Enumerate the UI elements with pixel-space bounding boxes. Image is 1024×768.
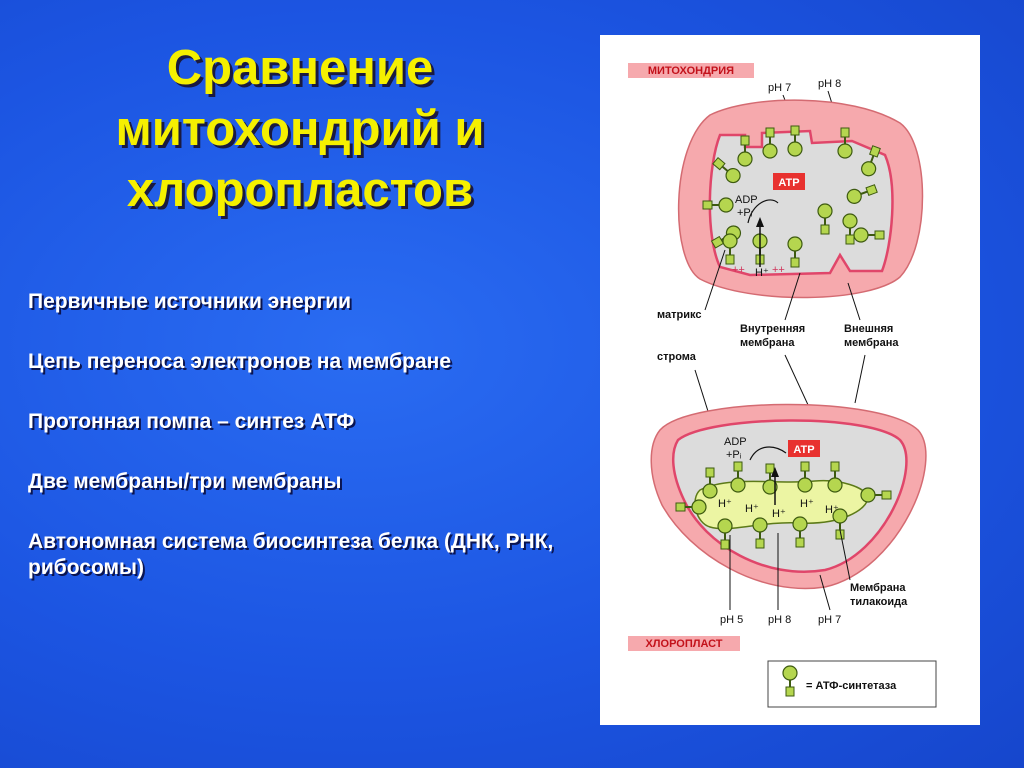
point-proton-pump: Протонная помпа – синтез АТФ bbox=[28, 410, 355, 433]
chloro-pi-label: +Pᵢ bbox=[726, 449, 742, 461]
thylakoid-label-1: Мембрана bbox=[850, 582, 906, 594]
chloro-hplus-4: H⁺ bbox=[800, 498, 814, 510]
title-line-1: Сравнение bbox=[166, 41, 434, 95]
chloro-ph-3: pH 7 bbox=[818, 614, 841, 626]
diagram-panel: МИТОХОНДРИЯ pH 7 pH 8 ATP ADP +Pᵢ H⁺ ++ … bbox=[600, 35, 980, 725]
stroma-label: строма bbox=[657, 351, 697, 363]
thylakoid-label-2: тилакоида bbox=[850, 596, 908, 608]
mito-hplus: H⁺ bbox=[755, 267, 769, 279]
mito-ph-left: pH 7 bbox=[768, 82, 791, 94]
mito-plus-left: ++ bbox=[732, 264, 745, 276]
point-protein-synthesis: Автономная система биосинтеза белка (ДНК… bbox=[28, 530, 554, 579]
mito-label: МИТОХОНДРИЯ bbox=[648, 65, 734, 77]
mito-pi-label: +Pᵢ bbox=[737, 207, 753, 219]
chloro-label-box bbox=[628, 636, 740, 651]
chloro-ph3-pointer bbox=[819, 574, 831, 611]
outer-membrane-pointer-2 bbox=[854, 354, 866, 404]
mito-adp-label: ADP bbox=[735, 194, 758, 206]
point-electron-chain: Цепь переноса электронов на мембране bbox=[28, 350, 452, 373]
outer-membrane-label-1: Внешняя bbox=[844, 323, 893, 335]
chloro-hplus-3: H⁺ bbox=[772, 508, 786, 520]
comparison-points: Первичные источники энергии Цепь перенос… bbox=[28, 289, 588, 615]
outer-membrane-label-2: мембрана bbox=[844, 337, 899, 349]
thylakoid bbox=[694, 479, 869, 530]
inner-membrane-pointer bbox=[784, 272, 801, 321]
point-membranes: Две мембраны/три мембраны bbox=[28, 470, 342, 493]
mito-plus-right: ++ bbox=[772, 264, 785, 276]
title-line-2: митохондрий и bbox=[115, 102, 485, 156]
chloro-arrowhead-icon bbox=[771, 467, 779, 477]
legend-label: = АТФ-синтетаза bbox=[806, 680, 897, 692]
chloro-label: ХЛОРОПЛАСТ bbox=[645, 638, 722, 650]
mito-label-box bbox=[628, 63, 754, 78]
point-energy-sources: Первичные источники энергии bbox=[28, 290, 352, 313]
chloro-ph-2: pH 8 bbox=[768, 614, 791, 626]
title-line-3: хлоропластов bbox=[126, 163, 474, 217]
chloro-adp-label: ADP bbox=[724, 436, 747, 448]
mito-arrowhead-icon bbox=[756, 217, 764, 227]
chloro-reaction-arrow bbox=[749, 446, 787, 461]
thylakoid-pointer bbox=[839, 529, 851, 581]
chloro-hplus-1: H⁺ bbox=[718, 498, 732, 510]
mito-atp-box bbox=[773, 173, 805, 190]
matrix-pointer bbox=[704, 249, 726, 311]
mito-reaction-arrow bbox=[747, 199, 779, 224]
slide-title: Сравнение митохондрий и хлоропластов bbox=[30, 38, 570, 221]
organelle-diagram: МИТОХОНДРИЯ pH 7 pH 8 ATP ADP +Pᵢ H⁺ ++ … bbox=[628, 63, 937, 708]
inner-membrane-label-2: мембрана bbox=[740, 337, 795, 349]
chloro-ph-1: pH 5 bbox=[720, 614, 743, 626]
inner-membrane-label-1: Внутренняя bbox=[740, 323, 805, 335]
mito-ph-right: pH 8 bbox=[818, 78, 841, 90]
matrix-label: матрикс bbox=[657, 309, 701, 321]
outer-membrane-pointer bbox=[847, 282, 861, 321]
chloro-atp-label: ATP bbox=[793, 444, 814, 456]
chloro-hplus-2: H⁺ bbox=[745, 503, 759, 515]
mito-atp-label: ATP bbox=[778, 177, 799, 189]
chloro-atp-box bbox=[788, 440, 820, 457]
chloro-hplus-5: H⁺ bbox=[825, 504, 839, 516]
